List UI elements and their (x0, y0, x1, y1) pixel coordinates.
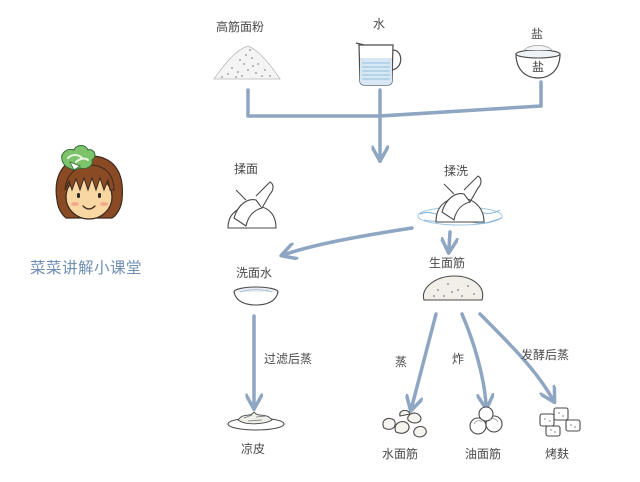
gluten-to-water-gluten-arrow (412, 312, 438, 406)
raw-gluten-icon (422, 275, 484, 301)
washing-hands-icon (417, 175, 503, 226)
liangpi-plate-icon (227, 411, 285, 431)
gluten-to-kaofu-arrow (478, 312, 552, 398)
kaofu-icon (539, 407, 581, 437)
wash-water-plate-icon (233, 286, 279, 306)
salt-bowl-icon (515, 45, 561, 79)
label-fry: 炸 (452, 352, 465, 366)
label-liangpi: 凉皮 (241, 442, 266, 456)
label-knead: 揉面 (234, 162, 259, 176)
water-jug-icon (355, 42, 402, 86)
wash-to-washwater-arrow (286, 226, 414, 254)
cabbage-icon (61, 145, 96, 171)
label-salt: 盐 (531, 27, 544, 41)
label-kaofu: 烤麸 (545, 447, 570, 461)
oil-gluten-icon (469, 406, 503, 435)
kneading-hands-icon (227, 181, 277, 229)
label-steam: 蒸 (395, 355, 408, 369)
label-raw-gluten: 生面筋 (429, 256, 466, 270)
gluten-to-oil-gluten-arrow (460, 312, 486, 404)
wash-to-gluten-arrow (449, 230, 450, 248)
avatar (55, 155, 124, 220)
water-gluten-icon (382, 409, 427, 438)
label-oil-gluten: 油面筋 (465, 447, 502, 461)
flour-pile-icon (213, 45, 281, 80)
label-water: 水 (373, 17, 386, 31)
ingredients-merge-connector (246, 80, 543, 156)
label-ferment-steam: 发酵后蒸 (521, 348, 570, 362)
label-filter-steam: 过滤后蒸 (264, 352, 313, 366)
brand-title: 菜菜讲解小课堂 (30, 259, 143, 277)
salt-bowl-label: 盐 (532, 60, 544, 74)
label-wash: 揉洗 (444, 164, 469, 178)
label-flour: 高筋面粉 (216, 20, 265, 34)
label-wash-water: 洗面水 (236, 266, 273, 280)
label-water-gluten: 水面筋 (382, 447, 419, 461)
